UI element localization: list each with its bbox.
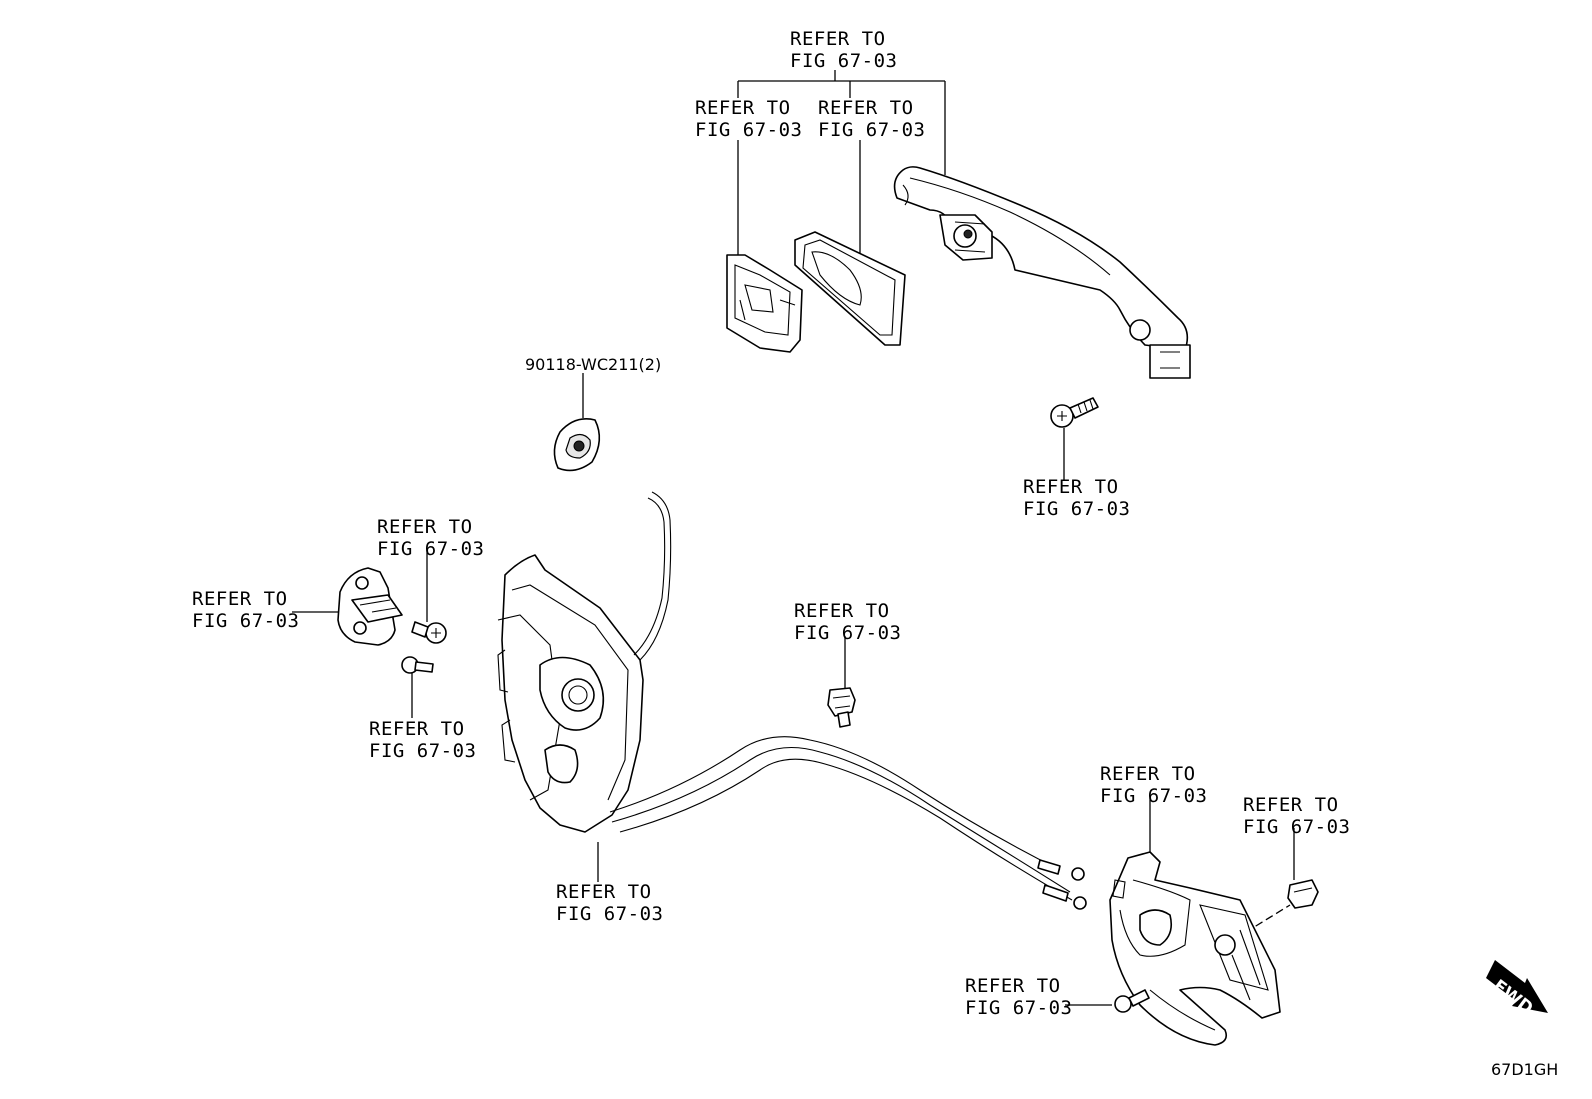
callout-clip-line2: FIG 67-03 — [794, 622, 901, 644]
cable-clip — [827, 687, 856, 728]
callout-top: REFER TO FIG 67-03 — [790, 28, 897, 72]
callout-gasket-line2: FIG 67-03 — [818, 119, 925, 141]
handle-plug — [1287, 879, 1319, 909]
callout-handle-bolt-line1: REFER TO — [1023, 476, 1119, 498]
door-lock-assembly — [497, 491, 672, 833]
callout-top-line1: REFER TO — [790, 28, 886, 50]
lower-screw — [401, 656, 434, 674]
fwd-arrow: FWD — [1486, 960, 1548, 1019]
callout-inner-handle-line2: FIG 67-03 — [1100, 785, 1207, 807]
callout-lock: REFER TO FIG 67-03 — [556, 881, 663, 925]
callout-bottom-screw-line2: FIG 67-03 — [965, 997, 1072, 1019]
callout-gasket-line1: REFER TO — [818, 97, 914, 119]
callout-striker: REFER TO FIG 67-03 — [192, 588, 299, 632]
callout-clip-line1: REFER TO — [794, 600, 890, 622]
callout-striker-line2: FIG 67-03 — [192, 610, 299, 632]
callout-escutcheon-line1: REFER TO — [695, 97, 791, 119]
callout-lower-screw: REFER TO FIG 67-03 — [369, 718, 476, 762]
part-number-label: 90118-WC211(2) — [525, 355, 661, 374]
door-striker — [337, 567, 403, 646]
callout-bottom-screw: REFER TO FIG 67-03 — [965, 975, 1072, 1019]
callout-plug-line2: FIG 67-03 — [1243, 816, 1350, 838]
figure-code: 67D1GH — [1491, 1060, 1558, 1079]
handle-gasket — [794, 231, 906, 346]
callout-escutcheon-line2: FIG 67-03 — [695, 119, 802, 141]
callout-lock-line1: REFER TO — [556, 881, 652, 903]
leader-lines — [292, 70, 1295, 1006]
callout-inner-handle-line1: REFER TO — [1100, 763, 1196, 785]
callout-clip: REFER TO FIG 67-03 — [794, 600, 901, 644]
striker-screw — [411, 621, 447, 644]
callout-plug-line1: REFER TO — [1243, 794, 1339, 816]
callout-striker-screw-line2: FIG 67-03 — [377, 538, 484, 560]
callout-striker-screw: REFER TO FIG 67-03 — [377, 516, 484, 560]
callout-handle-bolt-line2: FIG 67-03 — [1023, 498, 1130, 520]
callout-plug: REFER TO FIG 67-03 — [1243, 794, 1350, 838]
lock-cap — [553, 418, 601, 472]
callout-top-line2: FIG 67-03 — [790, 50, 897, 72]
callout-handle-bolt: REFER TO FIG 67-03 — [1023, 476, 1130, 520]
inside-handle-screw — [1114, 989, 1150, 1013]
inside-door-handle — [1109, 851, 1281, 1046]
outside-door-handle — [893, 166, 1191, 379]
callout-inner-handle: REFER TO FIG 67-03 — [1100, 763, 1207, 807]
callout-lower-screw-line2: FIG 67-03 — [369, 740, 476, 762]
callout-gasket: REFER TO FIG 67-03 — [818, 97, 925, 141]
callout-escutcheon: REFER TO FIG 67-03 — [695, 97, 802, 141]
callout-striker-line1: REFER TO — [192, 588, 288, 610]
callout-lock-line2: FIG 67-03 — [556, 903, 663, 925]
handle-escutcheon — [726, 254, 803, 353]
handle-bolt — [1050, 397, 1099, 428]
door-lock-cables — [609, 736, 1087, 910]
callout-lower-screw-line1: REFER TO — [369, 718, 465, 740]
callout-bottom-screw-line1: REFER TO — [965, 975, 1061, 997]
callout-striker-screw-line1: REFER TO — [377, 516, 473, 538]
